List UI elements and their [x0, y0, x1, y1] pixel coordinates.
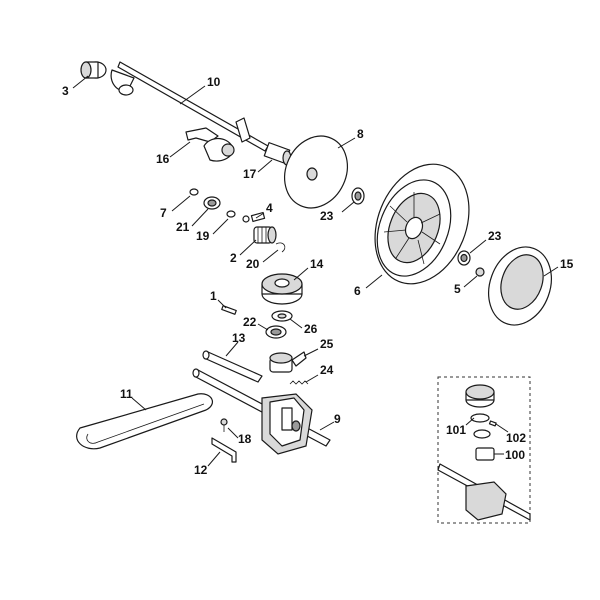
callout-7: 7: [160, 206, 167, 220]
callout-19: 19: [196, 229, 210, 243]
callout-5: 5: [454, 282, 461, 296]
part-8-wheel-cover: [284, 135, 348, 209]
callout-14: 14: [310, 257, 324, 271]
callout-22: 22: [243, 315, 257, 329]
part-10-height-lever-axle: [110, 61, 269, 152]
part-5-screw: [475, 267, 485, 277]
callout-20: 20: [246, 257, 260, 271]
callout-9: 9: [334, 412, 341, 426]
callout-21: 21: [176, 220, 190, 234]
callout-10: 10: [207, 75, 221, 89]
callout-23-left: 23: [320, 209, 334, 223]
callout-17: 17: [243, 167, 257, 181]
part-14-pulley: [261, 273, 303, 305]
callout-3: 3: [62, 84, 69, 98]
part-1-key: [221, 305, 237, 315]
part-13-shaft: [202, 350, 263, 383]
callout-2: 2: [230, 251, 237, 265]
part-15-hubcap: [488, 246, 552, 326]
callout-100: 100: [505, 448, 525, 462]
callout-24: 24: [320, 363, 334, 377]
part-26-washer: [271, 310, 293, 322]
callout-4: 4: [266, 201, 273, 215]
part-2-pinion: [253, 226, 277, 244]
callout-18: 18: [238, 432, 252, 446]
part-3-bushing: [80, 61, 107, 79]
callout-101: 101: [446, 423, 466, 437]
part-9-gearbox: [192, 368, 331, 455]
part-19-ring: [226, 210, 250, 223]
callout-6: 6: [354, 284, 361, 298]
part-18-screw: [220, 418, 228, 432]
part-11-v-belt: [76, 393, 214, 450]
callout-1: 1: [210, 289, 217, 303]
callout-23-right: 23: [488, 229, 502, 243]
part-23-bearing-right: [457, 250, 471, 266]
callout-11: 11: [120, 387, 133, 401]
part-24-spring: [289, 380, 309, 385]
part-17-sleeve: [263, 142, 292, 166]
part-16-latch: [185, 127, 235, 162]
callout-13: 13: [232, 331, 246, 345]
part-23-bearing-left: [351, 187, 365, 205]
inset-assembly: [437, 384, 531, 521]
callout-16: 16: [156, 152, 170, 166]
callout-102: 102: [506, 431, 526, 445]
callout-12: 12: [194, 463, 208, 477]
part-20-clip: [275, 242, 286, 253]
part-22-bearing: [265, 325, 287, 339]
callout-15: 15: [560, 257, 574, 271]
part-7-washer: [189, 188, 199, 196]
callout-26: 26: [304, 322, 318, 336]
callout-8: 8: [357, 127, 364, 141]
part-6-wheel: [374, 163, 470, 285]
part-25-clutch: [269, 351, 307, 373]
part-12-bracket: [211, 437, 237, 463]
part-21-bearing: [203, 196, 221, 210]
callout-25: 25: [320, 337, 334, 351]
inset-box: [437, 376, 531, 524]
